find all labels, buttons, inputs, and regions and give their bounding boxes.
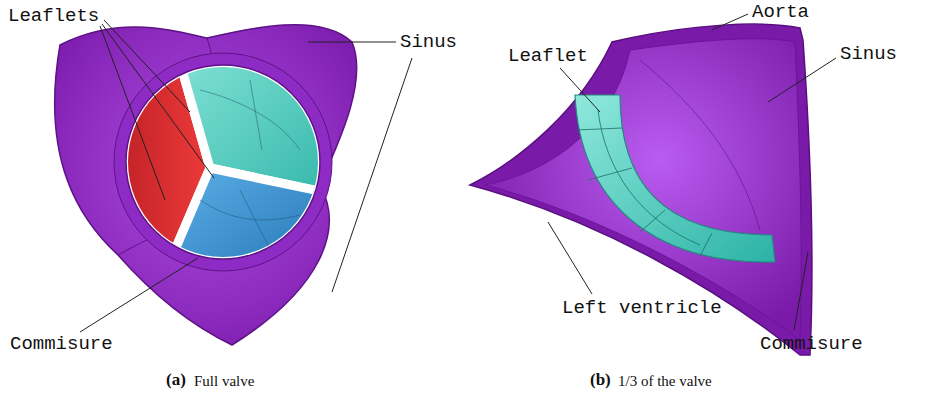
leader-line (102, 24, 214, 178)
leaflet-cyan (169, 18, 360, 199)
panel-letter: (a) (166, 371, 186, 390)
part-label: Sinus (840, 44, 897, 65)
leader-line (100, 26, 165, 200)
leader-line (104, 20, 190, 112)
mesh-line (577, 110, 712, 256)
leader-line (794, 252, 808, 330)
aortic-sheet (470, 24, 812, 355)
leader-line (332, 58, 412, 292)
part-label: Sinus (400, 32, 457, 53)
part-label: Commisure (760, 334, 863, 355)
leaflet-group (60, 18, 360, 318)
mesh-line (200, 80, 300, 255)
leader-line (768, 58, 836, 102)
leaflet-blue (151, 168, 357, 318)
part-label: Left ventricle (562, 298, 722, 319)
leader-line (712, 14, 748, 30)
part-label: Leaflets (8, 6, 99, 27)
leader-line (80, 258, 198, 332)
caption-text: 1/3 of the valve (618, 373, 712, 390)
part-label: Aorta (752, 2, 809, 23)
sinus-surface (485, 39, 801, 340)
part-label: Leaflet (508, 46, 588, 67)
part-label: Commisure (10, 334, 113, 355)
leaflet-red (60, 24, 210, 306)
leader-lines (80, 14, 836, 332)
commissure-line (118, 238, 150, 255)
leaflet-band (575, 95, 775, 262)
leader-line (308, 42, 396, 43)
leader-line (548, 222, 592, 294)
caption-text: Full valve (194, 373, 254, 390)
panel-letter: (b) (590, 371, 611, 390)
leader-line (560, 68, 600, 112)
